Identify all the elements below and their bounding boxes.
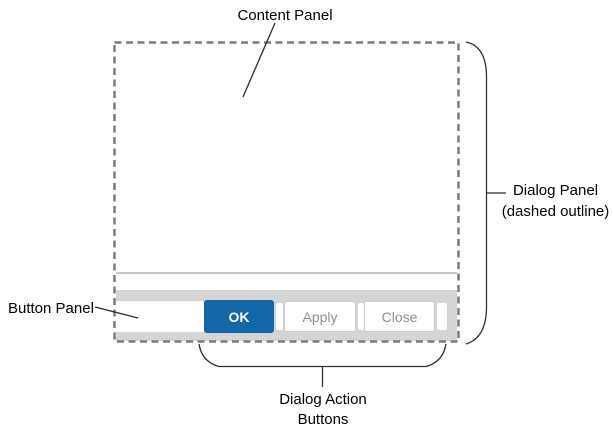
ok-button[interactable]: OK	[204, 300, 274, 333]
button-separator	[276, 303, 283, 330]
button-panel-filler	[116, 301, 204, 332]
apply-button[interactable]: Apply	[284, 301, 356, 332]
content-panel-label: Content Panel	[237, 7, 333, 24]
dialog-panel-brace	[465, 41, 488, 345]
content-panel	[116, 44, 457, 274]
dialog-action-buttons-label: Dialog Action Buttons	[248, 390, 398, 430]
close-button[interactable]: Close	[364, 301, 435, 332]
dialog-action-buttons-label-line1: Dialog Action	[279, 391, 367, 408]
action-buttons-brace	[198, 343, 447, 368]
dialog-panel-label-line2: (dashed outline)	[501, 203, 610, 220]
dialog-panel-label: Dialog Panel (dashed outline)	[498, 180, 613, 222]
dialog-action-buttons-label-line2: Buttons	[297, 411, 349, 428]
dialog-panel-label-line1: Dialog Panel	[512, 182, 599, 199]
button-panel-label: Button Panel	[8, 300, 94, 317]
button-panel-end-filler	[437, 303, 447, 330]
